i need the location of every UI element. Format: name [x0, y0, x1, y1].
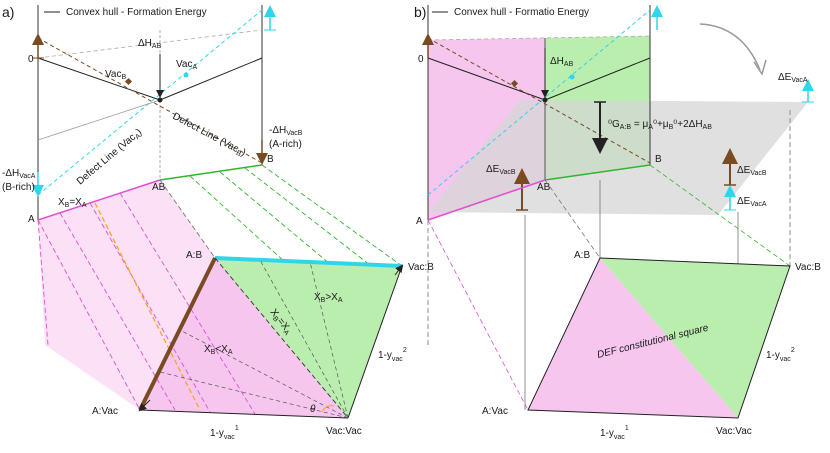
sq-vacvac-label-b: Vac:Vac: [716, 426, 752, 437]
panel-a: a) Convex hull - Formation Energy ΔHAB 0: [2, 4, 434, 441]
ab-point: [157, 97, 163, 103]
base-a-ab-b: [427, 179, 546, 221]
sq-ab-label-b: A:B: [574, 250, 590, 261]
corner-b: B: [267, 154, 274, 165]
sq-vacvac-label: Vac:Vac: [326, 426, 362, 437]
vacb-point-b: [510, 79, 519, 88]
def-square-outline: [527, 257, 791, 419]
curved-arrow: [699, 23, 761, 71]
hull-top: [37, 29, 263, 59]
xb-eq-xa-label: XB=XA: [58, 197, 87, 209]
gray-line: [37, 99, 161, 141]
zero-label-b: 0: [418, 54, 424, 65]
corner-a-b: A: [416, 216, 423, 227]
panel-b: b) Convex hull - Formatio Energy ΔHAB 0 …: [414, 4, 821, 441]
vacb-point: [124, 77, 133, 86]
pink-region: [140, 258, 348, 418]
vacb-arrow: [394, 264, 404, 276]
corner-ab-b: AB: [537, 182, 551, 193]
vacb-label: VacB: [105, 69, 127, 81]
edge-ab-avac: [138, 257, 217, 411]
y2-label-b: 1-yvac2: [766, 347, 795, 363]
avac-arrow: [138, 399, 151, 412]
sq-avac-label: A:Vac: [92, 406, 118, 417]
xb-eq-xa-line: [94, 202, 201, 411]
edge-vacb-vacvac: [347, 265, 403, 419]
defect-line-b-b: [427, 37, 651, 164]
xb-lt-xa-label: XB<XA: [204, 344, 233, 356]
delta-h-label-b: ΔHAB: [550, 56, 574, 68]
green-region-b: [600, 258, 790, 418]
theta-arc: [321, 405, 335, 413]
delta-h-label: ΔHAB: [138, 38, 162, 50]
panel-a-legend: Convex hull - Formation Energy: [66, 7, 207, 18]
b-rich-label-1: -ΔHVacA: [2, 168, 36, 180]
de-vacb-label-right: ΔEVacB: [737, 165, 767, 177]
panel-a-label: a): [2, 4, 14, 20]
sq-ab-label: A:B: [186, 250, 202, 261]
defect-line-a-b: [427, 9, 651, 196]
pink-region-b: [528, 258, 738, 418]
sq-avac-label-b: A:Vac: [482, 406, 508, 417]
g-equation: ⁰GA:B = μA⁰+μB⁰+2ΔHAB: [608, 119, 712, 131]
green-region: [215, 258, 402, 418]
hull-right-b: [544, 57, 651, 101]
y2-label: 1-yvac2: [378, 347, 407, 363]
theta-label: θ: [310, 404, 316, 415]
vaca-label: VacA: [176, 59, 198, 71]
xb-gt-xa-label: XB>XA: [314, 292, 343, 304]
panel-b-legend: Convex hull - Formatio Energy: [454, 7, 589, 18]
corner-ab: AB: [152, 182, 166, 193]
base-ab-b-b: [544, 164, 651, 181]
a-rich-label-1: -ΔHVacB: [269, 125, 303, 137]
defect-line-b: [37, 37, 263, 164]
edge-ab-vacb: [214, 256, 403, 268]
hull-right: [159, 57, 263, 101]
vaca-point: [183, 72, 189, 78]
base-a-ab: [37, 179, 161, 221]
vaca-point-b: [569, 74, 575, 80]
ab-point-b: [542, 97, 548, 103]
de-vaca-label: ΔEVacA: [737, 196, 767, 208]
edge-avac-vacvac: [139, 409, 349, 419]
diag-eq-line: [214, 257, 349, 419]
projection-lines: [37, 164, 403, 415]
sq-vacb-label-b: Vac:B: [795, 262, 821, 273]
de-vacb-label-left: ΔEVacB: [486, 164, 516, 176]
y1-label-b: 1-yvac1: [600, 425, 629, 441]
corner-b-b: B: [655, 154, 662, 165]
defect-line-b-label: Defect Line (VacB): [170, 111, 247, 160]
zero-label: 0: [28, 54, 34, 65]
y1-label: 1-yvac1: [210, 425, 239, 441]
hull-top-b: [427, 35, 651, 41]
corner-a: A: [28, 214, 35, 225]
b-rich-label-2: (B-rich): [2, 182, 35, 193]
curved-arrow-head: [753, 59, 767, 76]
sq-vacb-label: Vac:B: [408, 262, 434, 273]
de-vaca-top-label: ΔEVacA: [778, 72, 808, 84]
base-ab-b: [159, 164, 263, 181]
pink-face: [38, 180, 215, 410]
hull-left-b: [427, 57, 546, 101]
fan-lines: [159, 259, 349, 419]
a-rich-label-2: (A-rich): [269, 139, 302, 150]
panel-b-label: b): [414, 4, 426, 20]
hull-left: [37, 57, 161, 101]
